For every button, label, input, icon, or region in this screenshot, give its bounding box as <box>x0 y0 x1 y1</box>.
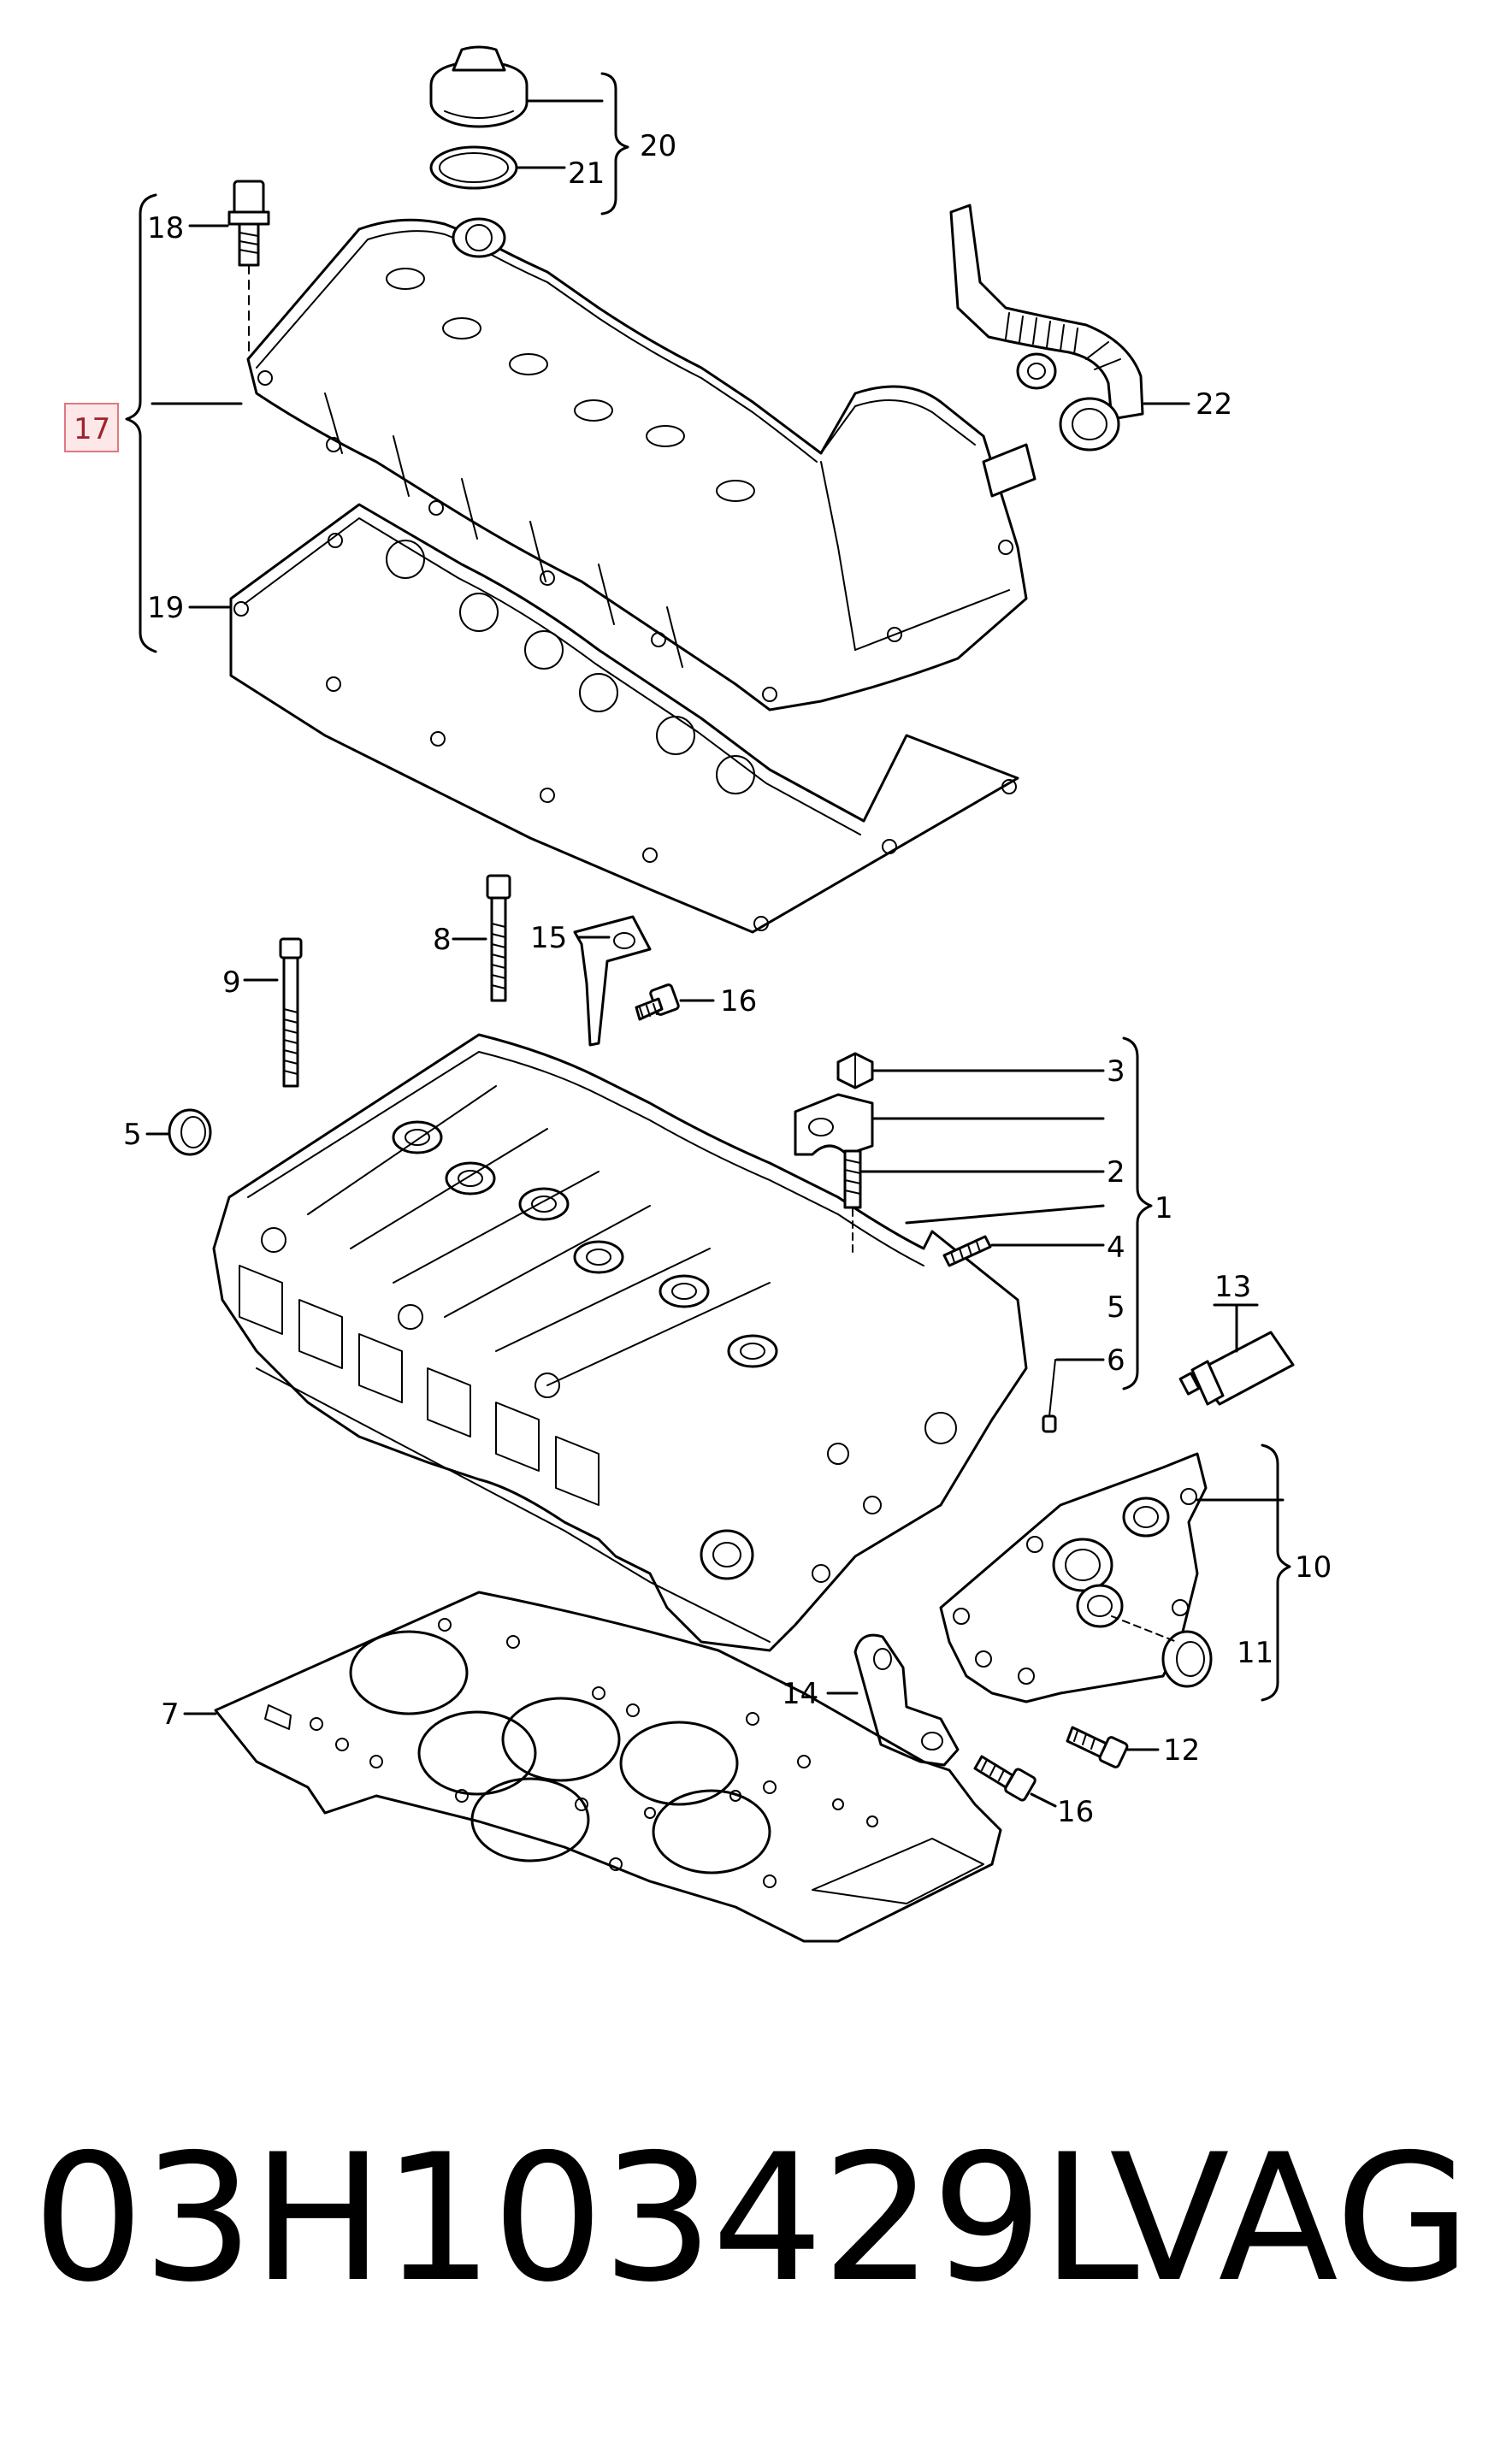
breather-hose[interactable] <box>949 204 1144 452</box>
callout-16-lower[interactable]: 16 <box>1057 1795 1094 1829</box>
callout-5-left[interactable]: 5 <box>123 1118 142 1152</box>
cover-screw[interactable] <box>1066 1726 1129 1768</box>
cover-gasket[interactable] <box>229 503 1019 934</box>
bracket-bolt-lower[interactable] <box>973 1755 1037 1802</box>
threaded-stud[interactable] <box>942 1235 992 1267</box>
callout-16-upper[interactable]: 16 <box>720 984 757 1018</box>
cylinder-head-group <box>145 874 1295 1943</box>
bracket-bolt-upper[interactable] <box>635 983 680 1021</box>
shaft-seal[interactable] <box>1161 1630 1213 1688</box>
callout-14[interactable]: 14 <box>782 1677 818 1711</box>
callout-labels: 20 21 18 17 22 19 8 15 9 16 3 5 2 1 4 5 … <box>64 129 1332 1829</box>
callout-21[interactable]: 21 <box>568 156 605 191</box>
bracket-10-11 <box>1261 1443 1291 1702</box>
bracket-20-21 <box>600 72 629 215</box>
cable-bracket[interactable] <box>573 915 652 1047</box>
oil-filler-cap[interactable] <box>429 45 529 128</box>
stud[interactable] <box>843 1149 862 1258</box>
callout-11[interactable]: 11 <box>1237 1636 1273 1670</box>
cap-nut[interactable] <box>836 1052 874 1089</box>
callout-8[interactable]: 8 <box>433 923 452 957</box>
callout-13[interactable]: 13 <box>1214 1270 1251 1304</box>
cylinder-head[interactable] <box>212 1033 1028 1652</box>
part-number-caption: 03H103429L <box>32 2117 1139 2321</box>
callout-20[interactable]: 20 <box>640 129 676 163</box>
callout-22[interactable]: 22 <box>1196 387 1232 422</box>
callout-5-right[interactable]: 5 <box>1107 1290 1125 1325</box>
dowel-pin[interactable] <box>1042 1359 1057 1433</box>
callout-9[interactable]: 9 <box>222 965 241 1000</box>
end-cover-plate[interactable] <box>939 1452 1208 1703</box>
cap-o-ring[interactable] <box>429 145 518 190</box>
callout-12[interactable]: 12 <box>1163 1733 1200 1768</box>
lifting-bracket[interactable] <box>853 1633 960 1767</box>
valve-cover-group <box>125 45 1190 934</box>
bearing-cap[interactable] <box>794 1093 874 1156</box>
brand-caption: VAG <box>1109 2117 1471 2321</box>
callout-7[interactable]: 7 <box>161 1697 180 1732</box>
callout-3[interactable]: 3 <box>1107 1054 1125 1089</box>
callout-19[interactable]: 19 <box>147 591 184 625</box>
callout-17[interactable]: 17 <box>74 412 110 446</box>
head-gasket[interactable] <box>214 1591 1002 1943</box>
callout-1[interactable]: 1 <box>1155 1191 1173 1225</box>
cover-bolt[interactable] <box>227 180 270 360</box>
head-bolt-long[interactable] <box>279 937 303 1088</box>
callout-6[interactable]: 6 <box>1107 1343 1125 1378</box>
bracket-1-6 <box>1122 1036 1153 1390</box>
callout-18[interactable]: 18 <box>147 211 184 245</box>
head-bolt[interactable] <box>486 874 511 1002</box>
bracket-17-19 <box>125 193 157 653</box>
sealing-plug[interactable] <box>168 1108 212 1156</box>
sealant-tube[interactable] <box>1178 1331 1295 1406</box>
callout-17-highlight <box>64 403 119 452</box>
callout-4[interactable]: 4 <box>1107 1231 1125 1265</box>
valve-cover[interactable] <box>246 217 1037 711</box>
callout-10[interactable]: 10 <box>1295 1550 1332 1585</box>
callout-2[interactable]: 2 <box>1107 1155 1125 1190</box>
callout-15[interactable]: 15 <box>530 921 567 955</box>
